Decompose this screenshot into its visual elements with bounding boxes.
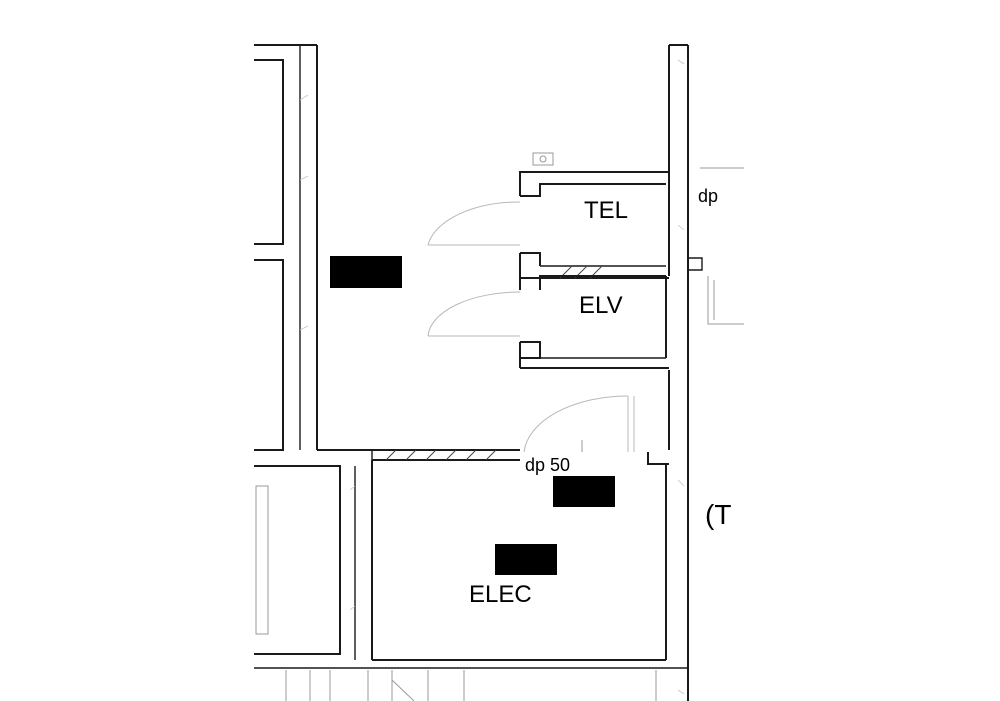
right-exterior-wall <box>668 44 703 701</box>
outside-fragments <box>700 167 744 325</box>
elec-room <box>371 449 667 661</box>
corridor-equipment <box>330 256 402 288</box>
edge-note-label: (T <box>705 499 731 530</box>
left-room-walls <box>254 44 317 451</box>
tel-label: TEL <box>584 197 628 224</box>
elec-label: ELEC <box>469 581 532 608</box>
elec-panel <box>495 544 557 575</box>
dp-50-label: dp 50 <box>525 455 570 475</box>
tel-room <box>427 152 670 279</box>
elec-corridor-door <box>523 395 669 465</box>
dp-50-panel <box>553 476 615 507</box>
stair-lines <box>254 667 688 701</box>
elv-room <box>427 275 669 369</box>
elv-label: ELV <box>579 292 623 319</box>
lower-left-room <box>254 465 356 660</box>
dp-label: dp <box>698 186 718 206</box>
corridor-wall <box>299 45 520 451</box>
